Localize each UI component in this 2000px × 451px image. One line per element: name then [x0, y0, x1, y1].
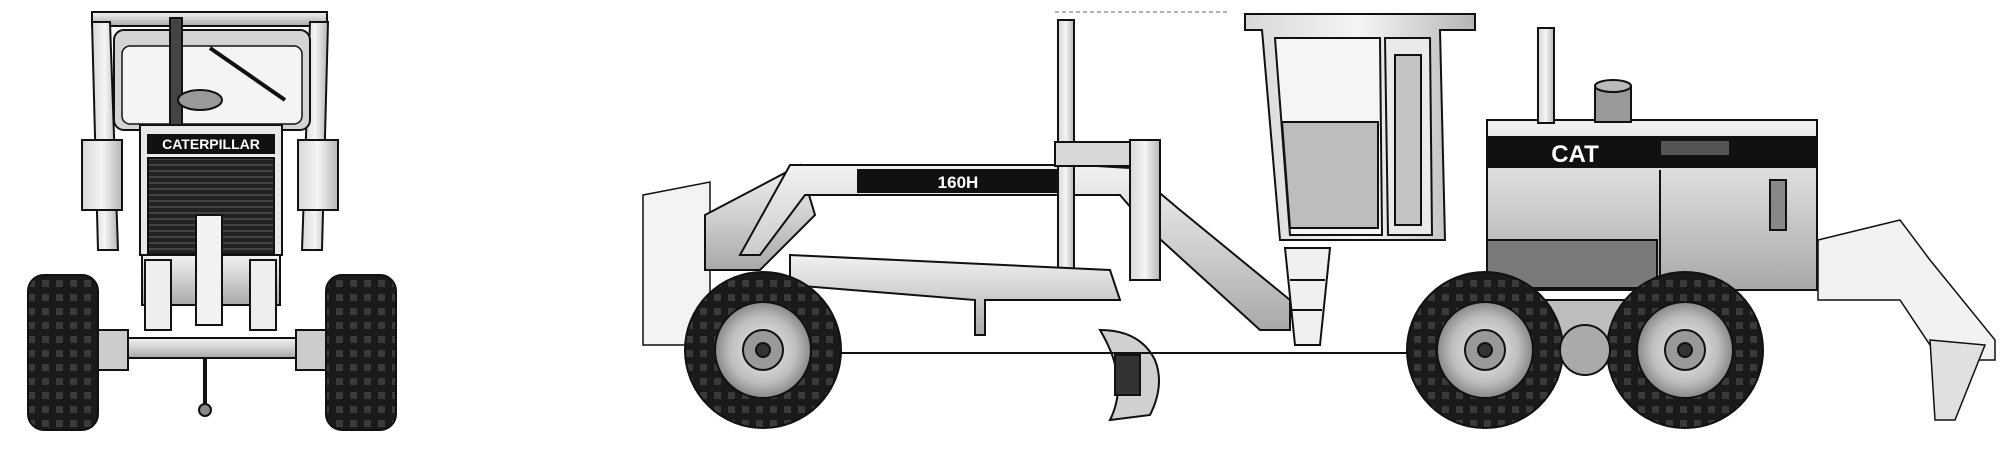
side-view-grader: 160H CAT [642, 11, 1996, 429]
front-windshield-glass [121, 45, 303, 125]
front-left-arm [81, 139, 123, 211]
side-brand-label: CAT [1551, 141, 1599, 168]
front-view-grader: CATERPILLAR [27, 11, 397, 431]
side-air-cleaner-cap [1594, 79, 1632, 93]
side-hood-handle [1769, 179, 1787, 231]
side-brand-stripe [1486, 136, 1818, 168]
front-tie-rod-end [198, 403, 212, 417]
front-exhaust-stack [169, 17, 183, 139]
front-brand-plate [147, 134, 275, 154]
side-model-label: 160H [938, 173, 979, 192]
side-exhaust-stack [1537, 27, 1555, 124]
front-left-hub [97, 329, 129, 371]
front-right-tire [325, 274, 397, 431]
side-rear-ripper [1817, 219, 1996, 361]
front-left-tire [27, 274, 99, 431]
front-air-cleaner [177, 89, 223, 111]
front-center-post [195, 214, 223, 326]
side-cab-door-lower-glass [1280, 121, 1379, 229]
front-right-hub [295, 329, 327, 371]
side-rear-wheel-front [1406, 271, 1564, 429]
side-rear-wheel-rear [1606, 271, 1764, 429]
front-brand-label: CATERPILLAR [162, 136, 260, 152]
front-wiper [208, 46, 287, 102]
side-moldboard-mount [1114, 354, 1141, 396]
side-hood-vents [1659, 139, 1731, 157]
front-left-king-pin [144, 259, 172, 331]
front-cab-roof [91, 11, 328, 27]
front-right-arm [297, 139, 339, 211]
side-access-ladder [1283, 247, 1332, 346]
side-drawbar [789, 253, 1122, 336]
side-saddle [1129, 139, 1161, 281]
side-front-wheel [684, 271, 842, 429]
front-right-king-pin [249, 259, 277, 331]
side-ripper-shank [1929, 339, 1987, 421]
side-lift-bracket [1054, 141, 1138, 167]
side-tandem-gear [1559, 324, 1611, 376]
side-cab-seat [1394, 54, 1422, 226]
